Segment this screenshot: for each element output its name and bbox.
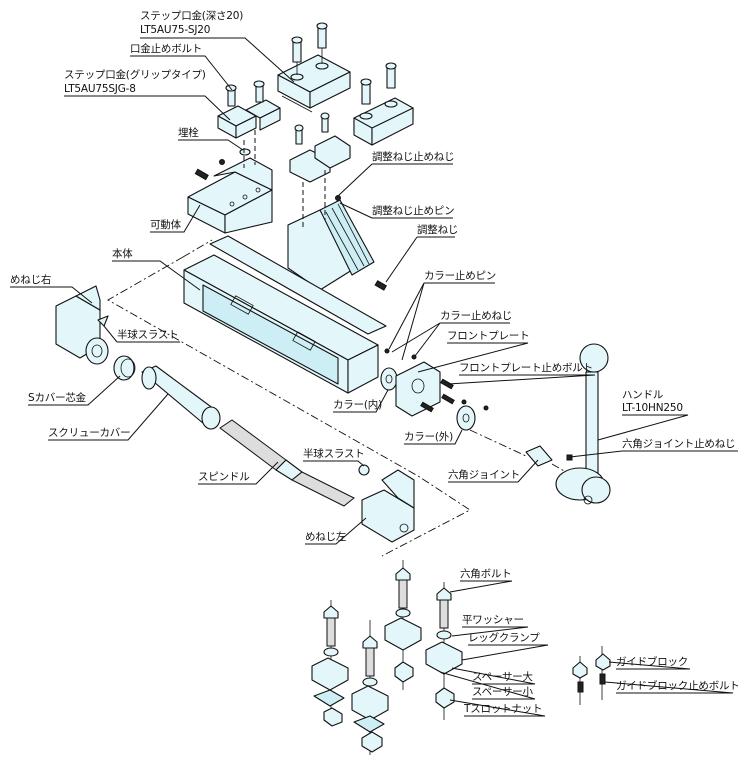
label-t-slot-nut: Tスロットナット — [464, 703, 543, 715]
s-cover-core-part — [113, 355, 136, 381]
label-female-thread-right: めねじ右 — [10, 274, 52, 286]
label-collar-outer: カラー(外) — [404, 431, 453, 443]
guide-block-part — [572, 646, 611, 705]
label-adjust-screw-stop-pin: 調整ねじ止めピン — [372, 205, 455, 217]
label-s-cover-core: Sカバー芯金 — [28, 392, 86, 404]
label-collar-stop-pin: カラー止めピン — [424, 270, 497, 282]
label-hemisphere-thrust-2: 半球スラスト — [303, 448, 365, 460]
label-jaw-bolt: 口金止めボルト — [130, 43, 203, 55]
leg-clamp-assembly-mid — [351, 620, 389, 755]
hex-joint-stop-screw-part — [566, 454, 573, 461]
label-spindle: スピンドル — [198, 471, 250, 483]
collar-inner-part — [380, 367, 398, 391]
label-step-jaw-depth-model: LT5AU75-SJ20 — [140, 24, 211, 36]
label-screw-cover: スクリューカバー — [48, 427, 131, 439]
label-step-jaw-grip: ステップ口金(グリップタイプ) — [64, 69, 206, 81]
step-jaw-grip-part — [217, 80, 281, 139]
leader-lines — [10, 37, 738, 717]
female-thread-right-part — [55, 285, 109, 365]
label-collar-inner: カラー(内) — [333, 399, 382, 411]
collar-stop-pin-part — [384, 348, 390, 354]
step-jaw-depth20-part — [277, 22, 351, 113]
label-hex-joint: 六角ジョイント — [448, 469, 521, 481]
label-adjust-screw-stop-screw: 調整ねじ止めねじ — [372, 151, 455, 163]
leg-clamp-assembly-right — [425, 582, 463, 720]
leg-clamp-assembly-left — [311, 600, 349, 727]
assembly-boundary-top — [182, 239, 213, 258]
label-spacer-small: スペーサー小 — [472, 686, 533, 698]
label-movable-body: 可動体 — [150, 219, 181, 231]
front-plate-part — [395, 361, 441, 417]
label-female-thread-left: めねじ左 — [305, 531, 347, 543]
label-hemisphere-thrust-1: 半球スラスト — [117, 329, 179, 341]
label-plug: 埋栓 — [178, 127, 199, 139]
angle-block-part — [287, 112, 388, 291]
label-step-jaw-depth: ステップ口金(深さ20) — [140, 10, 244, 22]
female-thread-left-part — [361, 469, 415, 543]
main-body-part — [183, 235, 387, 394]
step-jaw-plain-part — [353, 62, 414, 146]
hemisphere-thrust-2-part — [358, 464, 370, 476]
label-step-jaw-grip-model: LT5AU75SJG-8 — [64, 83, 136, 95]
leg-clamp-assembly-back — [384, 560, 422, 690]
screw-cover-part — [141, 365, 221, 430]
label-handle: ハンドル — [622, 389, 664, 401]
label-front-plate-bolt: フロントプレート止めボルト — [459, 362, 593, 374]
label-adjust-screw: 調整ねじ — [417, 224, 459, 236]
front-plate-bolts-part — [420, 378, 455, 413]
label-flat-washer: 平ワッシャー — [462, 614, 524, 626]
label-leg-clamp: レッグクランプ — [468, 632, 540, 644]
label-collar-stop-screw: カラー止めねじ — [440, 310, 513, 322]
collar-outer-part — [456, 405, 476, 431]
label-handle-model: LT-10HN250 — [622, 402, 683, 414]
label-guide-block: ガイドブロック — [616, 656, 689, 668]
label-guide-block-bolt: ガイドブロック止めボルト — [616, 680, 740, 692]
hex-joint-part — [525, 445, 553, 467]
handle-part — [555, 343, 611, 505]
label-hex-joint-stop-screw: 六角ジョイント止めねじ — [622, 438, 736, 450]
spindle-part — [219, 419, 355, 507]
label-front-plate: フロントプレート — [447, 330, 530, 342]
label-main-body: 本体 — [112, 248, 133, 260]
label-spacer-large: スペーサー大 — [472, 671, 533, 683]
label-hex-bolt: 六角ボルト — [460, 568, 512, 580]
movable-body-part — [187, 130, 273, 234]
